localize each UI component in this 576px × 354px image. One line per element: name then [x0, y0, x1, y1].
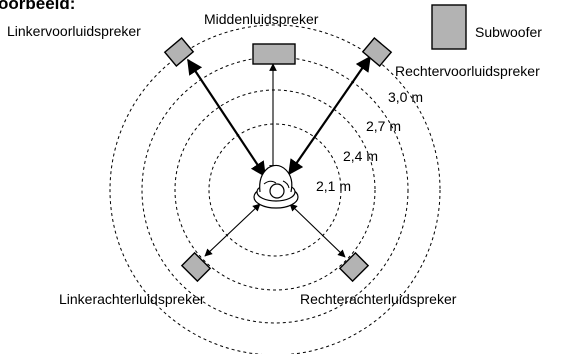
distance-label-2-1m: 2,1 m [316, 178, 351, 194]
arrow-front-left [187, 58, 266, 178]
arrow-front-right [288, 55, 371, 176]
distance-label-2-4m: 2,4 m [343, 148, 378, 164]
rear-left-speaker-icon [180, 251, 212, 283]
rear-left-speaker-label: Linkerachterluidspreker [59, 291, 205, 307]
center-speaker-label: Middenluidspreker [204, 11, 319, 27]
center-speaker-icon [252, 43, 296, 65]
front-left-speaker-icon [163, 37, 195, 67]
arrow-rear-left [204, 203, 261, 257]
front-right-speaker-icon [361, 37, 393, 67]
arrow-rear-right [289, 203, 346, 258]
subwoofer-label: Subwoofer [475, 24, 542, 40]
distance-label-3-0m: 3,0 m [388, 89, 423, 105]
diagram-title: oorbeeld: [0, 0, 75, 13]
listener-icon [253, 164, 299, 209]
front-left-speaker-label: Linkervoorluidspreker [7, 23, 141, 39]
speaker-arrows [187, 55, 371, 258]
rear-right-speaker-label: Rechterachterluidspreker [300, 291, 457, 307]
ring-2-1m [208, 123, 342, 257]
ring-3-0m [109, 24, 441, 354]
rear-right-speaker-icon [338, 251, 370, 283]
distance-label-2-7m: 2,7 m [366, 118, 401, 134]
subwoofer-icon [431, 4, 467, 50]
front-right-speaker-label: Rechtervoorluidspreker [395, 63, 540, 79]
